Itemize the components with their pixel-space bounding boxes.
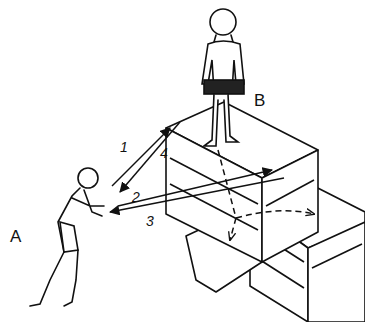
callout-number: 2: [132, 190, 140, 204]
dashed-path: [218, 150, 314, 240]
callout-number: 4: [160, 146, 168, 160]
person-a: [30, 168, 104, 306]
cabinet-main: [166, 102, 318, 262]
person-b: [202, 9, 244, 146]
person-label: A: [10, 228, 21, 245]
callout-number: 1: [120, 140, 128, 154]
transfer-arrows: [110, 122, 284, 212]
person-label: B: [254, 92, 265, 109]
callout-number: 3: [146, 214, 154, 228]
